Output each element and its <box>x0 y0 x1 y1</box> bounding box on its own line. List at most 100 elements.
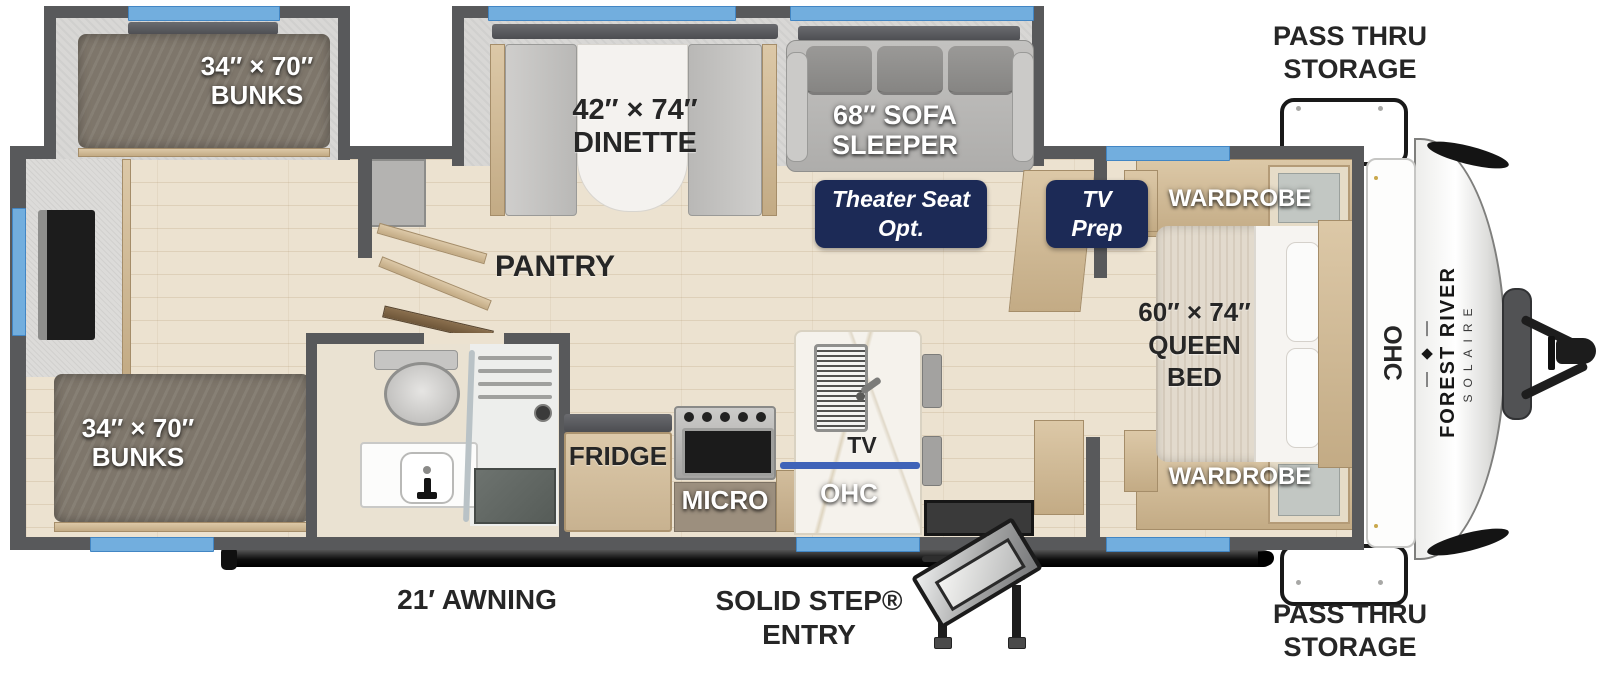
bed-pillow <box>1286 242 1320 342</box>
pantry-label: PANTRY <box>495 250 615 283</box>
burner-icon <box>702 412 712 422</box>
sofa-armrest-right <box>1012 52 1034 162</box>
dinette-bench-left <box>505 44 577 216</box>
dinette-slide-fascia <box>492 24 778 39</box>
tv-prep-badge: TV Prep <box>1046 180 1148 248</box>
window <box>796 537 920 552</box>
entry-step-foot <box>934 637 952 649</box>
rivet-icon <box>1374 524 1378 528</box>
dinette-trim-left <box>490 44 505 216</box>
hitch-jack-cover <box>1502 288 1532 420</box>
dinette-trim-right <box>762 44 777 216</box>
shower-tray <box>474 468 556 524</box>
bed-name: QUEEN <box>1148 329 1241 360</box>
window <box>488 6 736 21</box>
brand-emblem-icon: — ◆ — <box>1418 317 1435 387</box>
storage-label-line: STORAGE <box>1283 53 1417 84</box>
badge-line: Theater Seat <box>831 186 971 213</box>
burner-icon <box>738 412 748 422</box>
sink-faucet-icon <box>423 466 431 474</box>
pass-thru-top-label: PASS THRU STORAGE <box>1252 20 1448 86</box>
awning-end-taper <box>1258 550 1274 567</box>
front-ohc-cabinet <box>1366 158 1416 548</box>
rivet-icon <box>1374 176 1378 180</box>
slide-bunks-label: 34″ × 70″ BUNKS <box>172 51 342 111</box>
nightstand <box>1124 430 1158 492</box>
sink-handle-icon <box>417 492 437 499</box>
fridge <box>564 432 672 532</box>
storage-screw-icon <box>1296 580 1301 585</box>
bedroom-corner-cabinet <box>1034 420 1084 515</box>
ohc-kitchen-label: OHC <box>820 478 878 508</box>
island-stool <box>922 436 942 486</box>
shower-shelf-bar <box>478 369 552 373</box>
storage-screw-icon <box>1378 106 1383 111</box>
storage-label-line: STORAGE <box>1283 631 1417 662</box>
dinette-label: 42″ × 74″ DINETTE <box>545 94 725 161</box>
awning-label: 21′ AWNING <box>397 584 557 615</box>
window <box>90 537 214 552</box>
bunk-slide-fascia <box>128 22 278 35</box>
window <box>1106 146 1230 161</box>
top-wall-segment <box>350 146 454 159</box>
pass-thru-bottom-label: PASS THRU STORAGE <box>1252 598 1448 664</box>
dinette-name: DINETTE <box>572 127 698 160</box>
queen-bed-label: 60″ × 74″ QUEEN BED <box>1112 296 1277 394</box>
slide-bunks-base <box>78 148 330 157</box>
badge-line: Opt. <box>878 215 924 241</box>
counter-towel-bar <box>780 462 920 469</box>
sofa-label: 68″ SOFA SLEEPER <box>805 100 985 160</box>
window <box>12 208 26 336</box>
burner-icon <box>756 412 766 422</box>
tv-kitchen-label: TV <box>847 432 877 458</box>
burner-icon <box>720 412 730 422</box>
bunks-name: BUNKS <box>91 442 185 473</box>
top-wall-segment <box>10 146 46 159</box>
fridge-label: FRIDGE <box>568 441 668 471</box>
storage-label-line: PASS THRU <box>1272 599 1427 629</box>
dinette-table <box>577 44 688 212</box>
sofa-armrest-left <box>786 52 808 162</box>
entry-label: SOLID STEP® ENTRY <box>709 584 909 652</box>
kitchen-faucet-icon <box>856 392 865 401</box>
rear-bunks-base <box>54 522 310 532</box>
micro-label: MICRO <box>681 485 769 515</box>
entry-label-line: SOLID STEP® <box>715 585 903 616</box>
micro-cabinet <box>674 482 776 532</box>
wardrobe-top-glass <box>1278 173 1340 223</box>
pantry-upper-cabinet <box>368 159 426 227</box>
bunks-name: BUNKS <box>210 80 304 111</box>
sofa-slide-fascia <box>798 26 1020 41</box>
sink-handle-icon <box>424 478 431 498</box>
awning-end-cap <box>221 547 237 570</box>
front-ohc-label: OHC <box>1378 325 1406 381</box>
shower-head-icon <box>534 404 552 422</box>
bedroom-wall-stub-bottom <box>1086 437 1100 537</box>
wardrobe-bottom-label: WARDROBE <box>1168 463 1312 490</box>
bed-headboard <box>1318 220 1356 468</box>
theater-seat-option-badge: Theater Seat Opt. <box>815 180 987 248</box>
rear-bunks-mattress <box>54 374 310 522</box>
front-wall <box>1352 146 1364 550</box>
island-stool <box>922 354 942 408</box>
window <box>790 6 1034 21</box>
sofa-cushion <box>948 46 1014 95</box>
rear-tv <box>38 210 95 340</box>
badge-line: Prep <box>1071 215 1123 241</box>
bed-pillow <box>1286 348 1320 448</box>
dinette-dim: 42″ × 74″ <box>572 94 698 126</box>
bed-name: BED <box>1167 362 1222 392</box>
brand-maker: FOREST RIVER <box>1437 266 1459 438</box>
shower-shelf-bar <box>478 395 552 399</box>
rear-wall <box>10 146 26 550</box>
bunks-dim: 34″ × 70″ <box>81 413 195 443</box>
brand-model: SOLAIRE <box>1461 301 1475 403</box>
wardrobe-bottom-glass <box>1278 464 1340 516</box>
dinette-bench-right <box>688 44 762 216</box>
hitch-coupler <box>1556 338 1596 364</box>
storage-label-line: PASS THRU <box>1272 21 1427 51</box>
awning-bar <box>228 550 1272 567</box>
toilet <box>384 362 460 426</box>
burner-icon <box>684 412 694 422</box>
